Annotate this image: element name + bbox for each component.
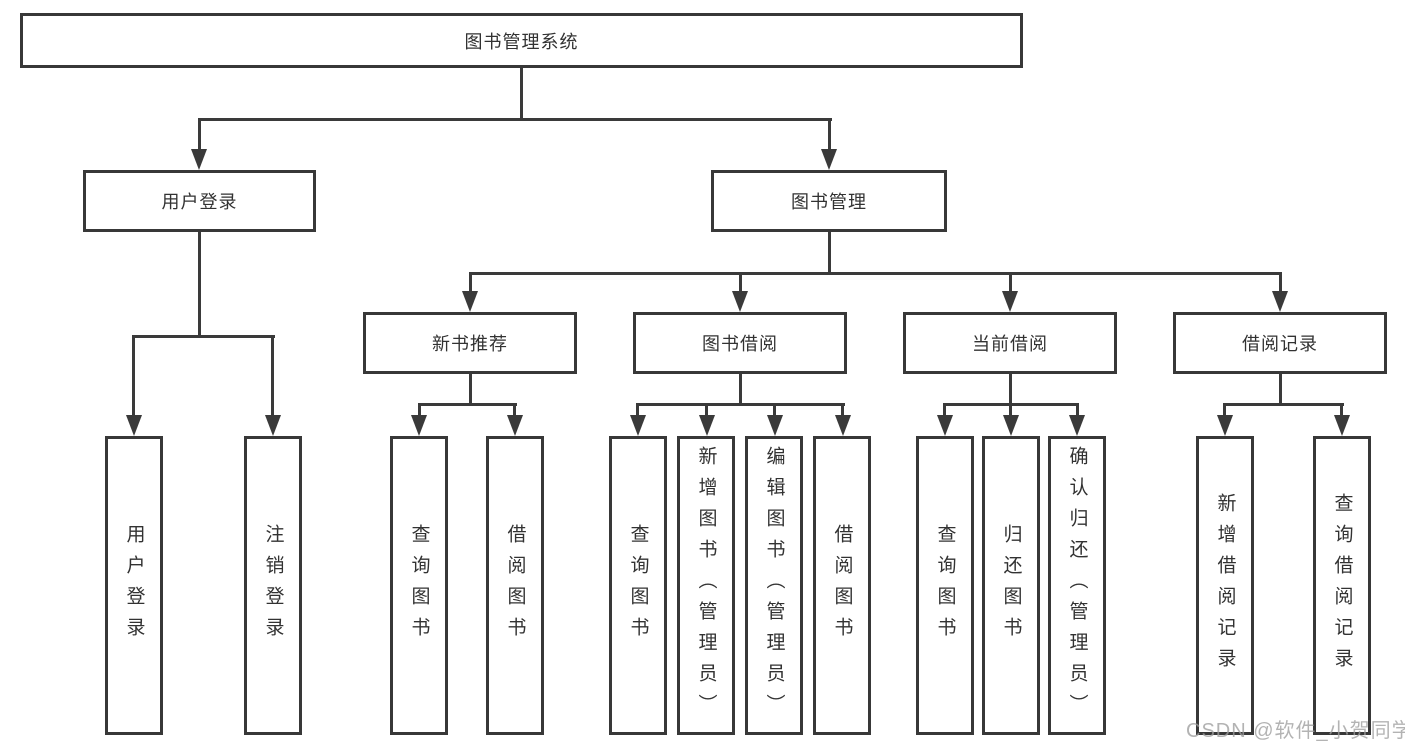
node-label: 编辑图书（管理员） [763,446,785,725]
arrowhead-down [507,415,523,436]
node-label: 查询图书 [408,523,430,648]
node-book-borrowing: 图书借阅 [633,312,847,374]
arrowhead-down [126,415,142,436]
connector-root-stem [520,68,523,118]
connector-borrowrecords-bus [1223,403,1344,406]
node-user-login: 用户登录 [83,170,316,232]
arrowhead-down [937,415,953,436]
arrowhead-down [1334,415,1350,436]
leaf-br-query-record: 查询借阅记录 [1313,436,1371,735]
node-current-borrowing: 当前借阅 [903,312,1117,374]
connector-drop [418,403,421,417]
arrowhead-down [1002,291,1018,312]
leaf-bb-edit-books-admin: 编辑图书（管理员） [745,436,803,735]
arrowhead-down [732,291,748,312]
connector-drop [469,272,472,293]
leaf-logout: 注销登录 [244,436,302,735]
node-label: 确认归还（管理员） [1066,446,1088,725]
connector-newbookrec-stem [469,374,472,405]
connector-root-bus [198,118,832,121]
connector-drop [705,403,708,417]
connector-drop [636,403,639,417]
leaf-bb-borrow-books: 借阅图书 [813,436,871,735]
leaf-bb-add-books-admin: 新增图书（管理员） [677,436,735,735]
connector-drop [739,272,742,293]
connector-drop [943,403,946,417]
connector-bookmgmt-stem [828,232,831,275]
leaf-bb-query-books: 查询图书 [609,436,667,735]
arrowhead-down [699,415,715,436]
node-label: 查询图书 [627,523,649,648]
connector-currentborrow-stem [1009,374,1012,405]
arrowhead-down [1272,291,1288,312]
connector-drop [1009,272,1012,293]
node-borrowing-records: 借阅记录 [1173,312,1387,374]
connector-bookborrow-bus [636,403,845,406]
leaf-cb-confirm-return-admin: 确认归还（管理员） [1048,436,1106,735]
connector-drop [773,403,776,417]
arrowhead-down [1069,415,1085,436]
connector-drop [198,118,201,151]
arrowhead-down [411,415,427,436]
node-book-management: 图书管理 [711,170,947,232]
connector-drop [1076,403,1079,417]
arrowhead-down [821,149,837,170]
node-label: 借阅图书 [504,523,526,648]
connector-bookmgmt-bus [469,272,1282,275]
node-label: 新增图书（管理员） [695,446,717,725]
node-label: 新增借阅记录 [1214,492,1236,679]
node-label: 新书推荐 [432,334,508,354]
arrowhead-down [630,415,646,436]
leaf-cb-return-books: 归还图书 [982,436,1040,735]
leaf-cb-query-books: 查询图书 [916,436,974,735]
connector-drop [828,118,831,151]
connector-borrowrecords-stem [1279,374,1282,405]
connector-drop [1223,403,1226,417]
connector-drop [1340,403,1343,417]
leaf-user-login: 用户登录 [105,436,163,735]
node-label: 借阅记录 [1242,334,1318,354]
leaf-rec-borrow-books: 借阅图书 [486,436,544,735]
node-label: 查询图书 [934,523,956,648]
connector-drop [841,403,844,417]
connector-newbookrec-bus [418,403,517,406]
connector-bookborrow-stem [739,374,742,405]
arrowhead-down [835,415,851,436]
node-label: 用户登录 [161,192,238,212]
node-library-management-system: 图书管理系统 [20,13,1023,68]
node-new-book-recommend: 新书推荐 [363,312,577,374]
arrowhead-down [1217,415,1233,436]
leaf-br-add-record: 新增借阅记录 [1196,436,1254,735]
connector-userlogin-bus [132,335,275,338]
node-label: 查询借阅记录 [1331,492,1353,679]
node-label: 用户登录 [123,523,145,648]
csdn-watermark: CSDN @软件_小贺同学 [1186,720,1405,742]
connector-userlogin-stem [198,232,201,338]
node-label: 借阅图书 [831,523,853,648]
arrowhead-down [265,415,281,436]
node-label: 注销登录 [262,523,284,648]
arrowhead-down [1003,415,1019,436]
node-label: 图书管理 [791,192,867,212]
connector-drop [132,335,135,417]
arrowhead-down [767,415,783,436]
leaf-rec-query-books: 查询图书 [390,436,448,735]
node-label: 图书管理系统 [464,31,579,52]
node-label: 图书借阅 [702,334,778,354]
connector-drop [1279,272,1282,293]
node-label: 当前借阅 [972,334,1048,354]
node-label: 归还图书 [1000,523,1022,648]
arrowhead-down [462,291,478,312]
connector-drop [1009,403,1012,417]
connector-drop [513,403,516,417]
connector-drop [271,335,274,417]
arrowhead-down [191,149,207,170]
